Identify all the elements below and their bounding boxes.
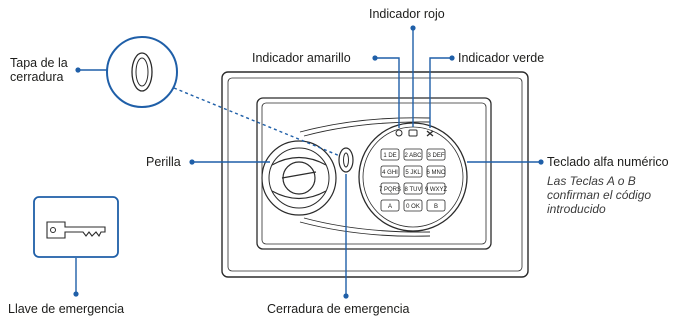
keypad-note-line: confirman el código — [547, 188, 652, 202]
leader-yellow-indicator — [375, 57, 400, 128]
label-red-indicator: Indicador rojo — [369, 7, 445, 21]
label-keypad: Teclado alfa numérico — [547, 155, 669, 169]
keypad-key-label: 0 OK — [406, 204, 420, 210]
keypad-note-line: introducido — [547, 202, 606, 216]
keypad-key: 7 PQRS — [379, 182, 401, 195]
keypad-key-label: 6 MNO — [426, 170, 445, 176]
emergency-lock-slot — [338, 147, 354, 173]
keypad-key: A — [380, 199, 400, 212]
keypad-key: 2 ABC — [403, 148, 423, 161]
keypad-key-label: 4 GHI — [382, 170, 398, 176]
keypad-note: Las Teclas A o B confirman el código int… — [547, 174, 651, 216]
lock-cover-icon — [106, 36, 178, 108]
keypad-note-line: Las Teclas A o B — [547, 174, 636, 188]
green-indicator-led — [426, 130, 434, 137]
keypad-key: 5 JKL — [403, 165, 423, 178]
label-knob: Perilla — [146, 155, 181, 169]
keypad-key-label: A — [388, 204, 392, 210]
keypad-key-label: 1 DE — [383, 153, 396, 159]
label-yellow-indicator: Indicador amarillo — [252, 51, 351, 65]
keypad-key: 9 WXYZ — [425, 182, 448, 195]
keypad-key: 1 DE — [380, 148, 400, 161]
keypad-key: 6 MNO — [426, 165, 446, 178]
label-green-indicator: Indicador verde — [458, 51, 545, 65]
knob-icon — [261, 140, 337, 216]
yellow-indicator-led — [395, 129, 403, 137]
label-emergency-lock: Cerradura de emergencia — [267, 302, 410, 316]
keypad-icon: 1 DE 2 ABC 3 DEF 4 GHI 5 JKL 6 MNO 7 PQRS 8 TUV… — [358, 122, 468, 232]
keypad-key: 3 DEF — [426, 148, 446, 161]
label-lock-cover: Tapa de la cerradura — [10, 56, 68, 84]
keypad-key: 8 TUV — [403, 182, 423, 195]
keypad-key-label: 9 WXYZ — [425, 187, 448, 193]
keypad-key-label: 2 ABC — [404, 153, 422, 159]
label-emergency-key: Llave de emergencia — [8, 302, 125, 316]
keypad-key-label: 3 DEF — [427, 153, 444, 159]
leader-dots — [73, 25, 544, 299]
keypad-key-label: 7 PQRS — [379, 187, 401, 193]
keypad-key-label: 5 JKL — [405, 170, 421, 176]
leader-lines — [75, 28, 541, 296]
red-indicator-led — [408, 129, 418, 137]
keypad-key-label: 8 TUV — [405, 187, 422, 193]
key-icon — [33, 196, 119, 258]
leader-green-indicator — [429, 57, 452, 128]
keypad-key: 0 OK — [403, 199, 423, 212]
keypad-key: 4 GHI — [380, 165, 400, 178]
keypad-key-label: B — [434, 204, 438, 210]
keypad-keys: 1 DE 2 ABC 3 DEF 4 GHI 5 JKL 6 MNO 7 PQRS 8 TUV… — [379, 148, 448, 212]
keypad-key: B — [426, 199, 446, 212]
